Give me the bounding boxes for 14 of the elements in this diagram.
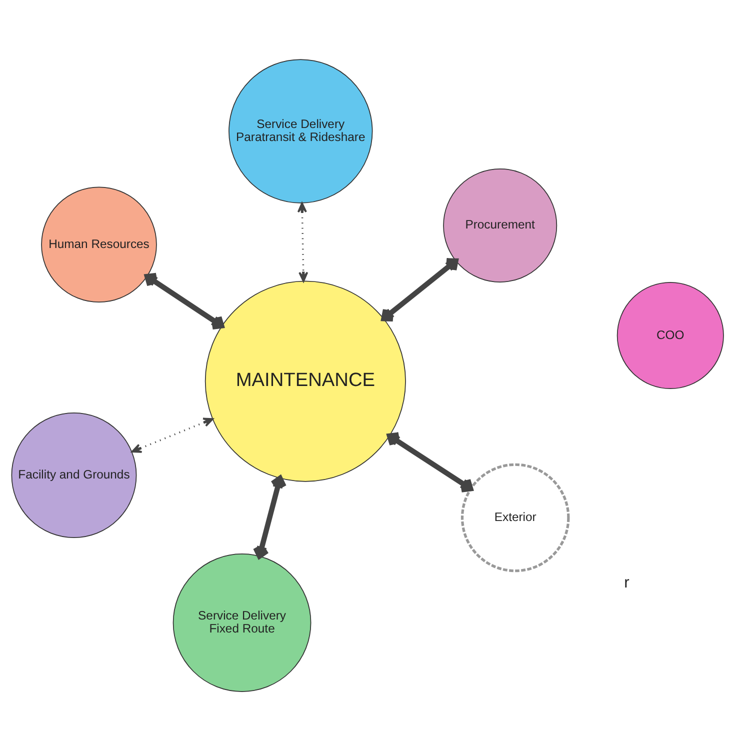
arrow [131,417,214,452]
node-circle: Exterior [460,462,570,572]
node-circle: MAINTENANCE [204,280,406,482]
node-circle: Human Resources [41,186,157,302]
arrow [386,432,474,492]
node-circle: Service Delivery Paratransit & Rideshare [228,58,373,203]
node-circle: COO [616,282,724,389]
label: r [624,574,630,591]
arrow [144,272,224,329]
node-circle: Facility and Grounds [11,412,137,538]
arrow [253,475,286,558]
arrow [381,258,458,321]
node-circle: Service Delivery Fixed Route [172,553,312,692]
arrow [297,202,308,282]
